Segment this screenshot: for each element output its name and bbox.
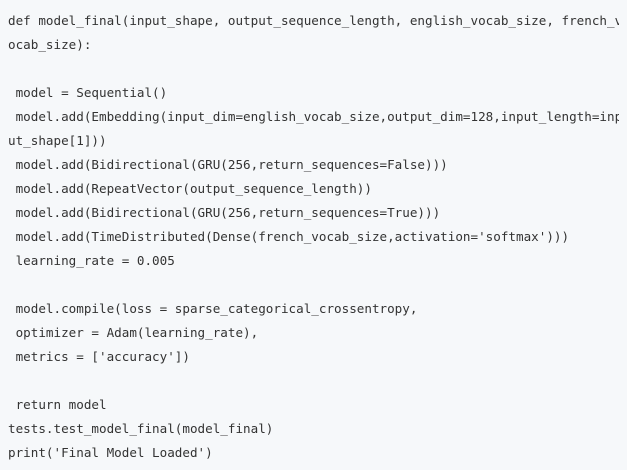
code-line-10: model.add(TimeDistributed(Dense(french_v… (8, 229, 570, 244)
code-line-12 (8, 273, 619, 297)
code-line-1: def model_final(input_shape, output_sequ… (8, 13, 619, 28)
code-line-14: optimizer = Adam(learning_rate), (8, 325, 259, 340)
code-line-15: metrics = ['accuracy']) (8, 349, 190, 364)
code-line-18: tests.test_model_final(model_final) (8, 421, 274, 436)
code-line-9: model.add(Bidirectional(GRU(256,return_s… (8, 205, 441, 220)
code-line-16 (8, 369, 619, 393)
code-line-19: print('Final Model Loaded') (8, 445, 213, 460)
code-line-8: model.add(RepeatVector(output_sequence_l… (8, 181, 372, 196)
code-line-3 (8, 57, 619, 81)
code-line-6: ut_shape[1])) (8, 133, 107, 148)
code-line-7: model.add(Bidirectional(GRU(256,return_s… (8, 157, 448, 172)
code-line-5: model.add(Embedding(input_dim=english_vo… (8, 109, 619, 124)
code-line-4: model = Sequential() (8, 85, 168, 100)
code-line-17: return model (8, 397, 107, 412)
code-line-13: model.compile(loss = sparse_categorical_… (8, 301, 418, 316)
code-line-11: learning_rate = 0.005 (8, 253, 175, 268)
code-line-2: ocab_size): (8, 37, 92, 52)
